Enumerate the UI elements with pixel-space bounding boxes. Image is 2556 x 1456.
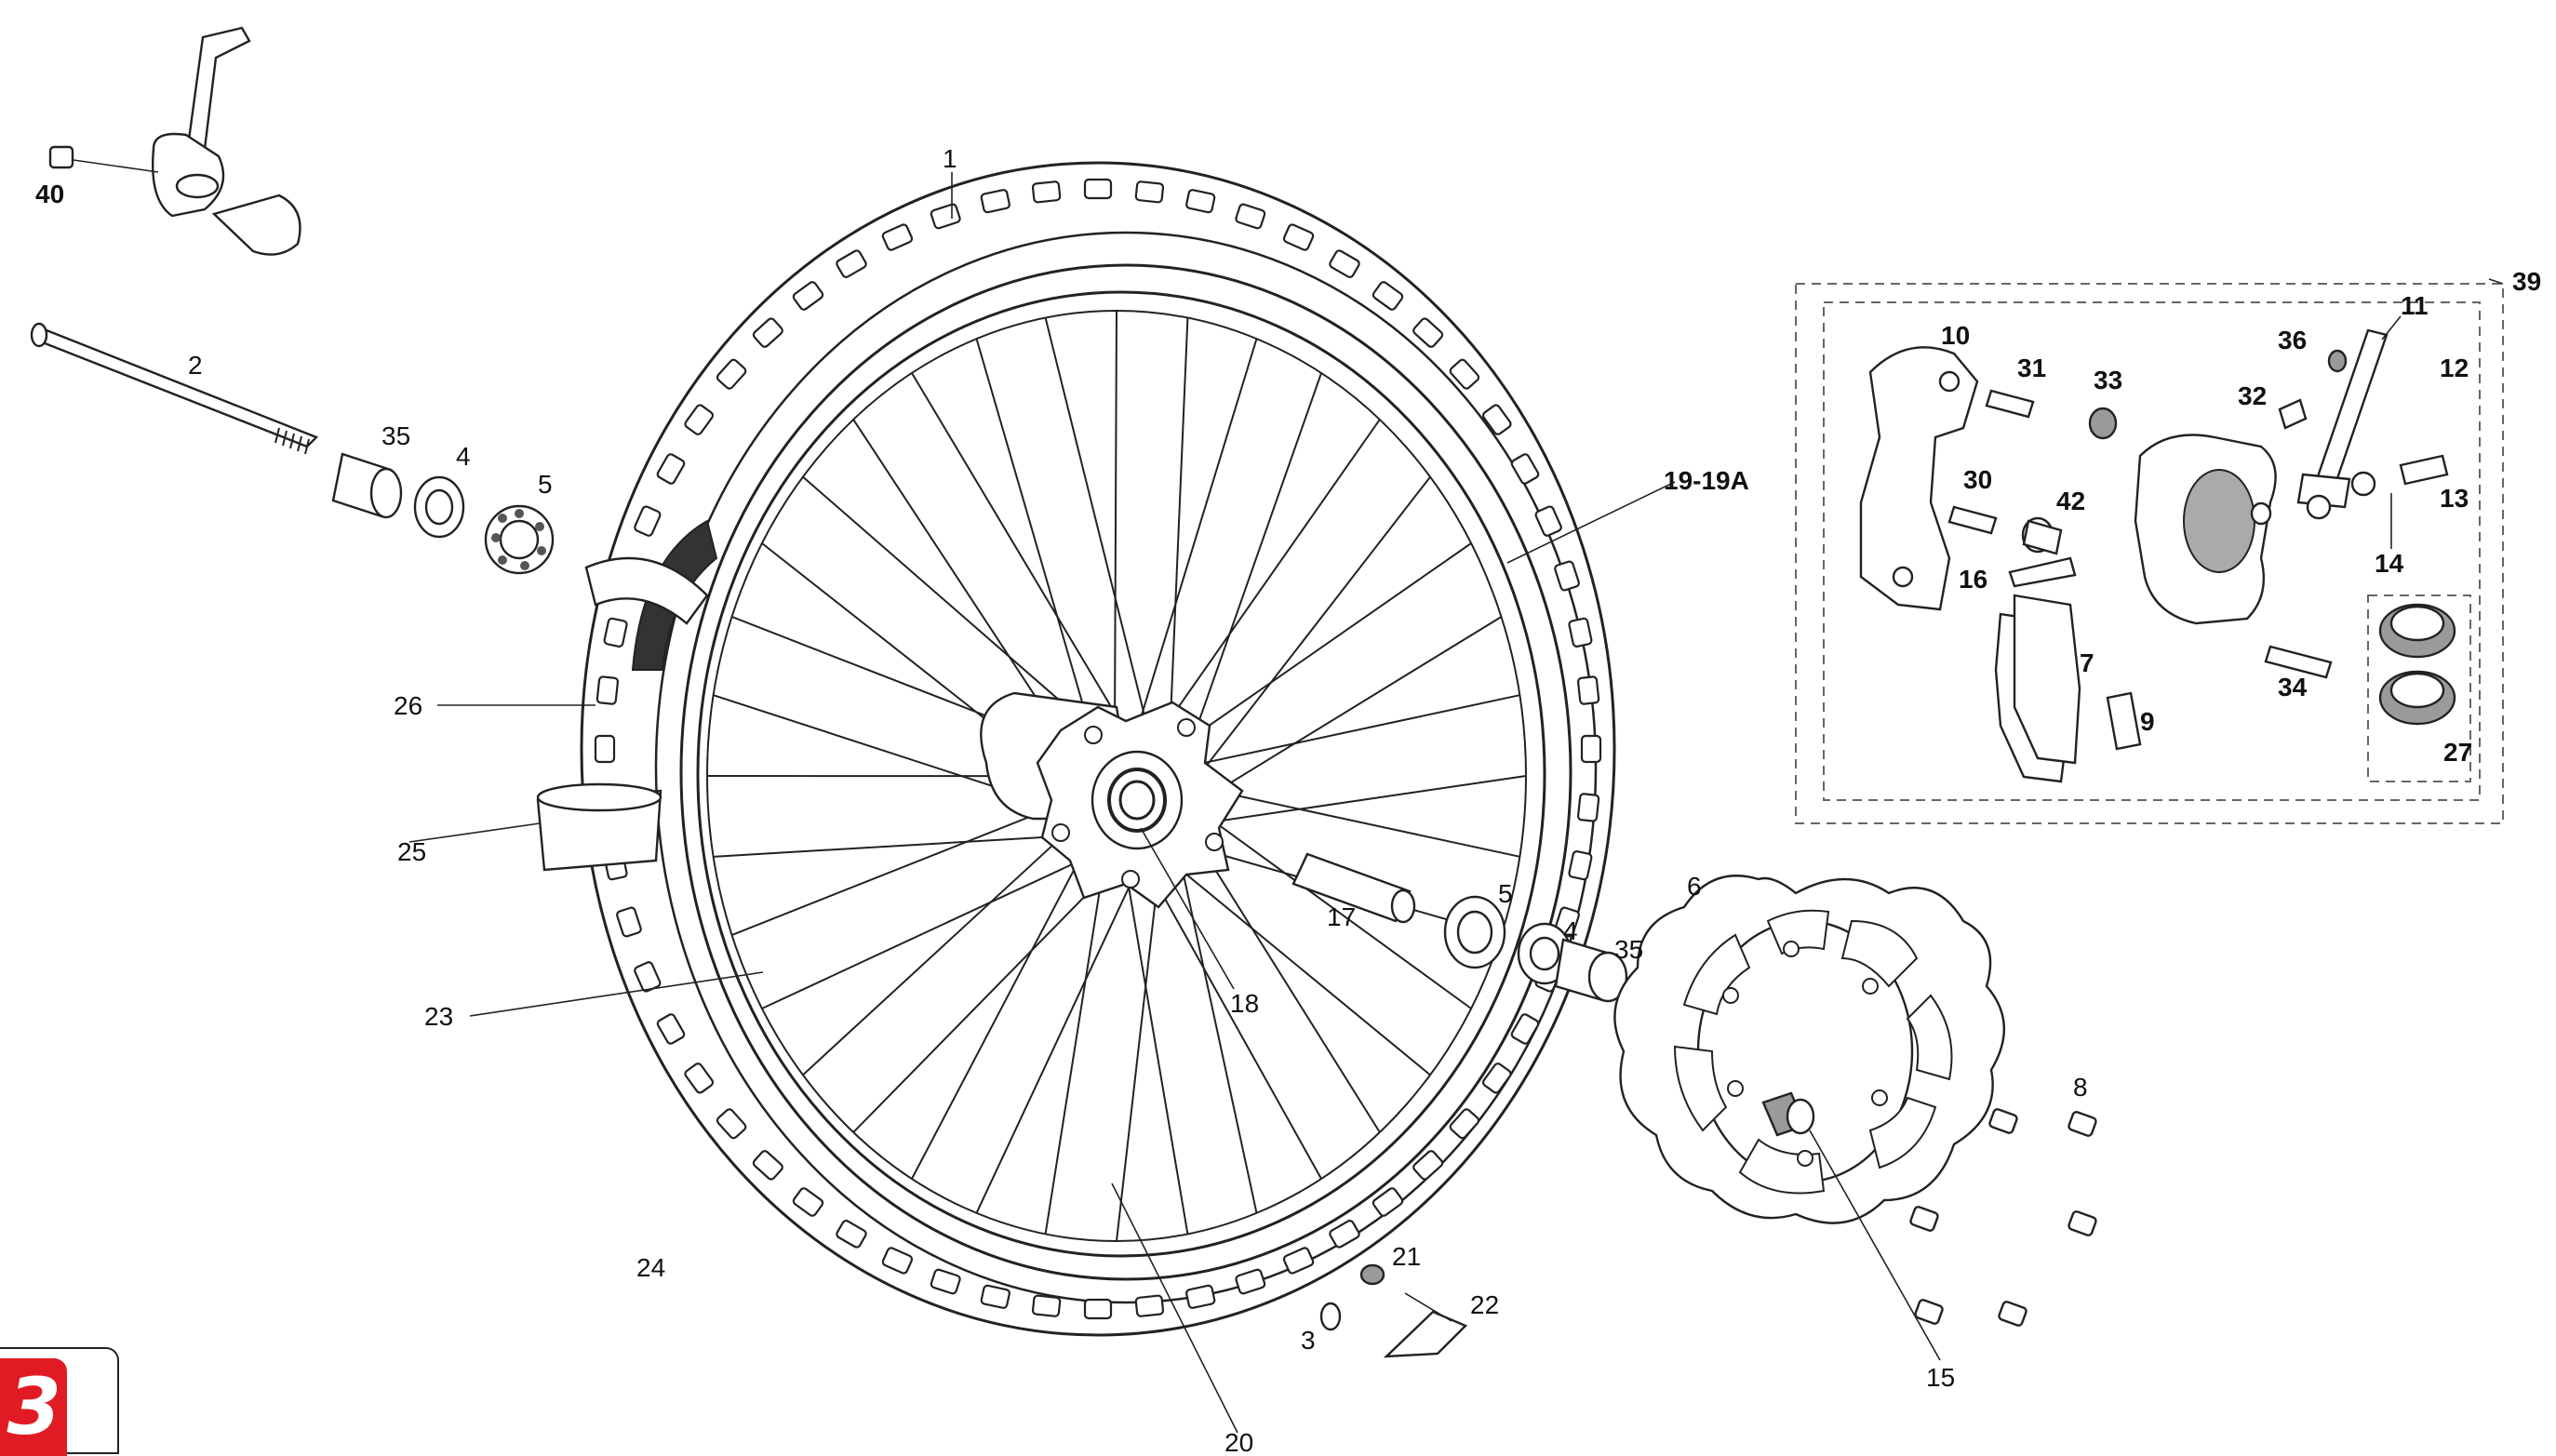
- pad-spring-part-16: [2010, 558, 2075, 586]
- brake-disc-part-6: [1614, 875, 2003, 1222]
- label-18: 18: [1230, 989, 1259, 1018]
- label-30: 30: [1963, 465, 1992, 494]
- pad-clip-part-9: [2108, 693, 2140, 749]
- label-5-left: 5: [538, 470, 553, 499]
- tread-knob: [1578, 676, 1599, 704]
- tread-knob: [1085, 1300, 1111, 1318]
- caliper-body: [2135, 435, 2276, 624]
- label-39: 39: [2512, 267, 2541, 296]
- label-31: 31: [2017, 354, 2046, 382]
- label-19-19A: 19-19A: [1664, 466, 1749, 495]
- label-12: 12: [2440, 354, 2469, 382]
- label-40: 40: [35, 180, 64, 208]
- tread-knob: [1085, 180, 1111, 198]
- tread-knob: [1185, 1285, 1215, 1308]
- label-27: 27: [2443, 738, 2472, 767]
- label-23: 23: [424, 1002, 453, 1031]
- banjo-part-13: [2401, 456, 2447, 484]
- label-9: 9: [2140, 707, 2155, 736]
- tread-knob: [1033, 181, 1061, 203]
- label-4-right: 4: [1563, 916, 1578, 945]
- label-10: 10: [1941, 321, 1970, 350]
- label-4-left: 4: [456, 442, 471, 471]
- label-15: 15: [1926, 1363, 1955, 1392]
- tread-knob: [596, 736, 614, 762]
- label-7: 7: [2080, 648, 2094, 677]
- tread-knob: [596, 676, 618, 704]
- label-6: 6: [1687, 872, 1702, 901]
- tread-knob: [1582, 736, 1600, 762]
- label-3: 3: [1301, 1326, 1316, 1355]
- tread-knob: [1569, 618, 1592, 648]
- label-20: 20: [1224, 1428, 1253, 1454]
- valve-parts-3-21-22: [1321, 1265, 1465, 1356]
- label-2: 2: [188, 351, 203, 380]
- label-5-right: 5: [1498, 879, 1513, 908]
- tread-knob: [981, 189, 1010, 212]
- front-axle-part-2: [32, 324, 316, 454]
- tread-knob: [1135, 1295, 1163, 1316]
- label-33: 33: [2094, 366, 2122, 394]
- label-16: 16: [1959, 565, 1987, 594]
- label-14: 14: [2375, 549, 2404, 578]
- tread-knob: [1578, 794, 1599, 822]
- spacer-part-35-left: [333, 454, 401, 517]
- tread-knob: [1033, 1295, 1061, 1316]
- label-34: 34: [2278, 673, 2308, 701]
- bearing-part-5-right: [1445, 897, 1505, 968]
- brake-pads-part-7: [1996, 595, 2080, 781]
- label-24: 24: [636, 1253, 665, 1282]
- label-25: 25: [397, 837, 426, 866]
- label-35-left: 35: [381, 421, 410, 450]
- label-22: 22: [1470, 1290, 1499, 1319]
- label-26: 26: [394, 691, 422, 720]
- label-36: 36: [2278, 326, 2307, 354]
- bearing-part-5-left: [486, 506, 553, 573]
- label-17: 17: [1327, 902, 1356, 931]
- label-35-right: 35: [1614, 935, 1643, 964]
- label-1: 1: [943, 144, 957, 173]
- tread-knob: [981, 1285, 1010, 1308]
- tread-knob: [1569, 850, 1592, 880]
- label-21: 21: [1392, 1242, 1421, 1271]
- tread-knob: [1185, 189, 1215, 212]
- tread-knob: [604, 618, 627, 648]
- seal-part-4-left: [415, 477, 463, 537]
- label-42: 42: [2056, 487, 2085, 515]
- page-badge: 3: [0, 1347, 119, 1454]
- label-11: 11: [2401, 291, 2429, 320]
- axle-clamp-part-40: [50, 28, 301, 255]
- page-badge-number: 3: [0, 1358, 67, 1456]
- label-13: 13: [2440, 484, 2469, 513]
- tube-band-part-25: [538, 784, 661, 870]
- tread-knob: [1135, 181, 1163, 203]
- label-8: 8: [2073, 1073, 2088, 1102]
- label-32: 32: [2238, 381, 2267, 410]
